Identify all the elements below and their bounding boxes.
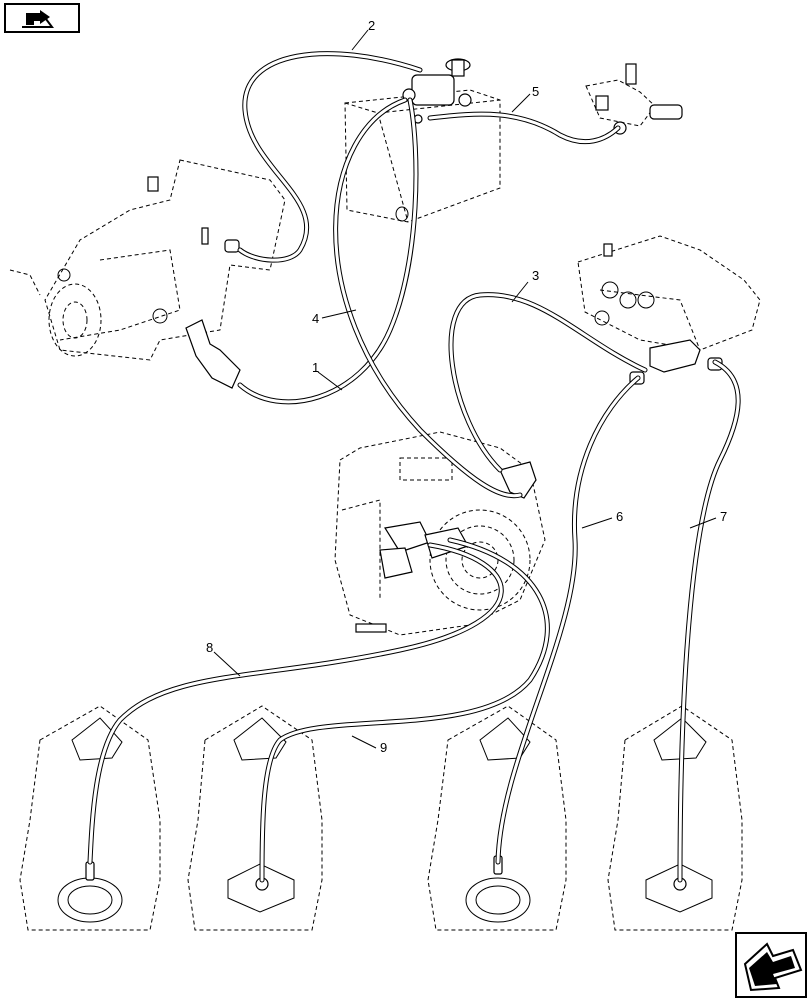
callout-2: 2 (368, 18, 375, 33)
view-switch-icon (22, 10, 54, 28)
callout-5: 5 (532, 84, 539, 99)
wheel-housing-2 (187, 705, 323, 931)
callouts: 2 1 3 4 5 6 7 8 9 (206, 18, 727, 755)
control-valve-block (577, 235, 761, 385)
wheel-housing-3 (427, 705, 567, 931)
next-page-button[interactable] (735, 932, 807, 998)
wheel-housing-1 (19, 705, 161, 931)
callout-1: 1 (312, 360, 319, 375)
view-switch-button[interactable] (4, 3, 80, 33)
callout-6: 6 (616, 509, 623, 524)
callout-7: 7 (720, 509, 727, 524)
callout-8: 8 (206, 640, 213, 655)
hydraulic-pump (9, 159, 286, 389)
auxiliary-valve (585, 63, 683, 135)
wheel-housing-4 (607, 705, 743, 931)
callout-leaders (213, 29, 717, 749)
callout-4: 4 (312, 311, 319, 326)
callout-3: 3 (532, 268, 539, 283)
hydraulic-tank (344, 58, 501, 223)
hose-lines (87, 51, 741, 883)
next-page-arrow-icon (743, 942, 803, 992)
center-gearbox (334, 431, 546, 636)
callout-9: 9 (380, 740, 387, 755)
